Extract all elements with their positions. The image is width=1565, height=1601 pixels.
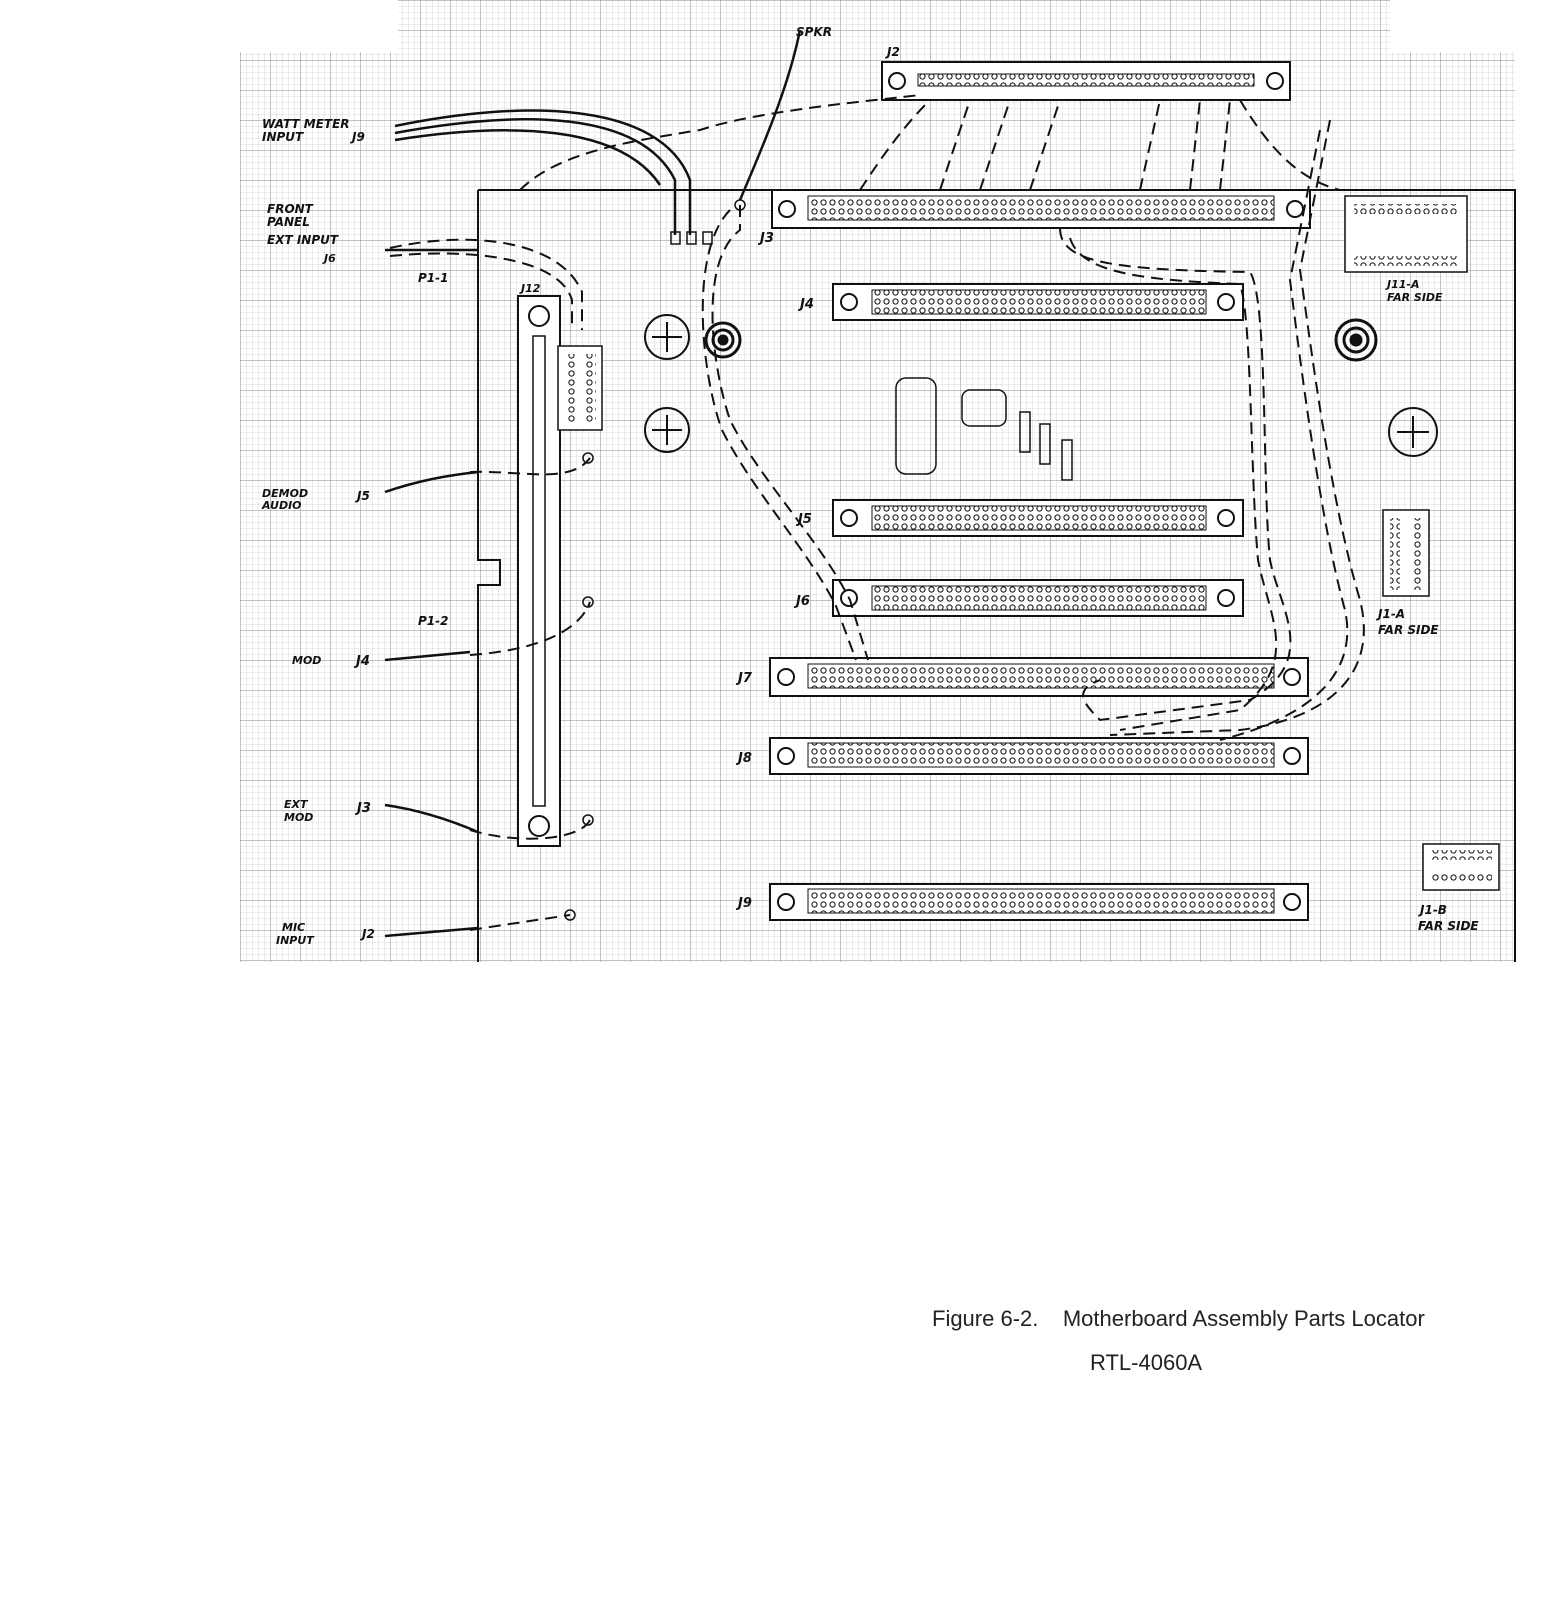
label-j2: J2 bbox=[885, 45, 900, 59]
label-cable-j5: J5 bbox=[355, 489, 370, 503]
label-cable-j2: J2 bbox=[360, 927, 375, 941]
label-cable-j3: J3 bbox=[354, 801, 371, 816]
label-mic: MIC bbox=[282, 921, 305, 934]
label-j9: J9 bbox=[735, 896, 752, 911]
connector-j2 bbox=[881, 61, 1291, 101]
label-cable-j4: J4 bbox=[353, 654, 370, 669]
connector-j9 bbox=[769, 883, 1309, 921]
label-j1b: J1-B bbox=[1418, 903, 1447, 917]
label-cable-j6: J6 bbox=[322, 252, 336, 265]
label-spkr: SPKR bbox=[796, 25, 832, 39]
bnc-jacks bbox=[704, 318, 1378, 362]
label-watt-meter-input: INPUT bbox=[262, 130, 304, 144]
cable-harness bbox=[389, 94, 1365, 931]
connector-labels: J2 J3 J4 J5 J6 J7 J8 J9 J12 J11-A FAR SI… bbox=[519, 45, 1479, 933]
label-p1-2: P1-2 bbox=[418, 614, 448, 628]
label-j12: J12 bbox=[519, 282, 541, 295]
label-j1b-far-side: FAR SIDE bbox=[1418, 919, 1479, 933]
connector-j7 bbox=[769, 657, 1309, 697]
label-cable-j9: J9 bbox=[350, 130, 365, 144]
connector-j11a bbox=[1344, 195, 1468, 273]
graph-paper bbox=[240, 0, 1515, 962]
label-j11a-far-side: FAR SIDE bbox=[1387, 291, 1443, 304]
figure-number: Figure 6-2. bbox=[932, 1306, 1039, 1331]
label-watt-meter: WATT METER bbox=[262, 117, 350, 131]
connector-j4 bbox=[832, 283, 1244, 321]
label-ext: EXT bbox=[284, 798, 309, 811]
label-j11a: J11-A bbox=[1385, 278, 1419, 291]
connector-j1b bbox=[1422, 843, 1500, 891]
label-j3: J3 bbox=[757, 231, 774, 246]
cable-labels: WATT METER INPUT J9 FRONT PANEL EXT INPU… bbox=[261, 25, 832, 947]
label-j7: J7 bbox=[735, 671, 753, 686]
connector-j1a bbox=[1382, 509, 1430, 597]
figure-caption: Figure 6-2. Motherboard Assembly Parts L… bbox=[932, 1306, 1552, 1332]
mounting-holes bbox=[644, 314, 1438, 457]
connector-j3 bbox=[771, 189, 1311, 229]
label-mic-input: INPUT bbox=[276, 934, 315, 947]
label-j5: J5 bbox=[795, 512, 812, 527]
label-j1a-far-side: FAR SIDE bbox=[1378, 623, 1439, 637]
label-j8: J8 bbox=[735, 751, 752, 766]
label-panel: PANEL bbox=[267, 215, 310, 229]
model-number: RTL-4060A bbox=[1090, 1350, 1203, 1375]
label-j4: J4 bbox=[797, 297, 814, 312]
label-j6: J6 bbox=[793, 594, 810, 609]
connector-j5 bbox=[832, 499, 1244, 537]
terminal-points bbox=[564, 199, 746, 921]
connector-j8 bbox=[769, 737, 1309, 775]
connector-j6 bbox=[832, 579, 1244, 617]
connector-j13 bbox=[557, 345, 603, 431]
label-j1a: J1-A bbox=[1376, 607, 1405, 621]
connector-j12 bbox=[517, 295, 561, 847]
label-ext-input: EXT INPUT bbox=[267, 233, 339, 247]
input-cables bbox=[384, 29, 802, 938]
label-mod: MOD bbox=[292, 654, 321, 667]
figure-title: Motherboard Assembly Parts Locator bbox=[1062, 1306, 1425, 1331]
label-ext-mod: MOD bbox=[284, 811, 313, 824]
label-p1-1: P1-1 bbox=[418, 271, 448, 285]
label-audio: AUDIO bbox=[261, 499, 302, 512]
label-front: FRONT bbox=[267, 202, 314, 216]
label-demod: DEMOD bbox=[262, 487, 308, 500]
figure-model: RTL-4060A bbox=[932, 1350, 1565, 1376]
center-components bbox=[895, 377, 1073, 481]
